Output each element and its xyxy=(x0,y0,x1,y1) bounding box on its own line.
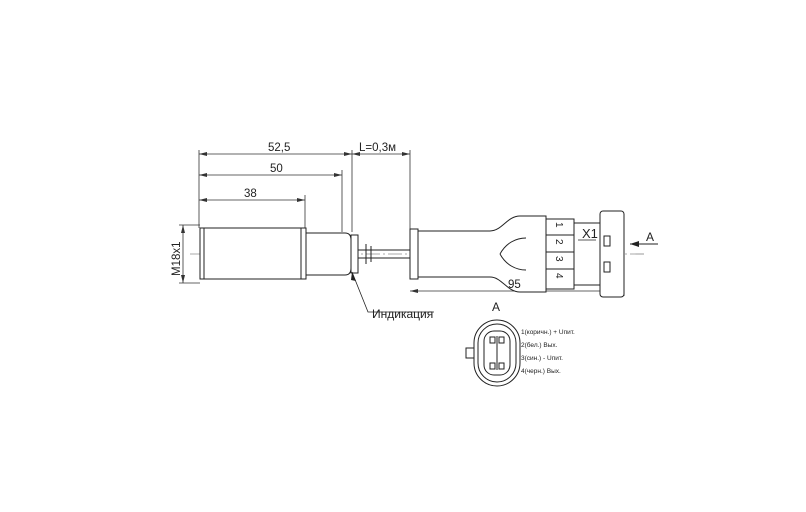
dim-cable-length: L=0,3м xyxy=(359,142,396,154)
dim-52-5: 52,5 xyxy=(268,142,290,154)
pin-number-1: 1 xyxy=(553,222,564,228)
dim-95: 95 xyxy=(508,279,521,291)
pin-number-3: 3 xyxy=(553,256,564,262)
connector-id-label: X1 xyxy=(582,226,598,241)
pin-number-4: 4 xyxy=(553,273,564,279)
dim-50: 50 xyxy=(270,163,283,175)
dim-thread: M18x1 xyxy=(171,241,183,276)
dim-38: 38 xyxy=(244,188,257,200)
indication-leader xyxy=(351,271,434,313)
pinout-3: 3(син.) - Uпит. xyxy=(521,355,563,362)
view-arrow xyxy=(630,241,658,247)
pinout-2: 2(бел.) Вых. xyxy=(521,341,558,349)
pinout-1: 1(коричн.) + Uпит. xyxy=(521,329,575,336)
pin-number-2: 2 xyxy=(553,239,564,245)
connector-view xyxy=(465,319,521,387)
cable xyxy=(358,244,410,264)
pinout-4: 4(черн.) Вых. xyxy=(521,368,561,375)
sensor-body xyxy=(199,227,359,280)
cable-connector xyxy=(409,210,625,298)
view-arrow-label: A xyxy=(646,230,654,244)
indication-label: Индикация xyxy=(372,307,433,321)
view-title: A xyxy=(492,300,500,314)
